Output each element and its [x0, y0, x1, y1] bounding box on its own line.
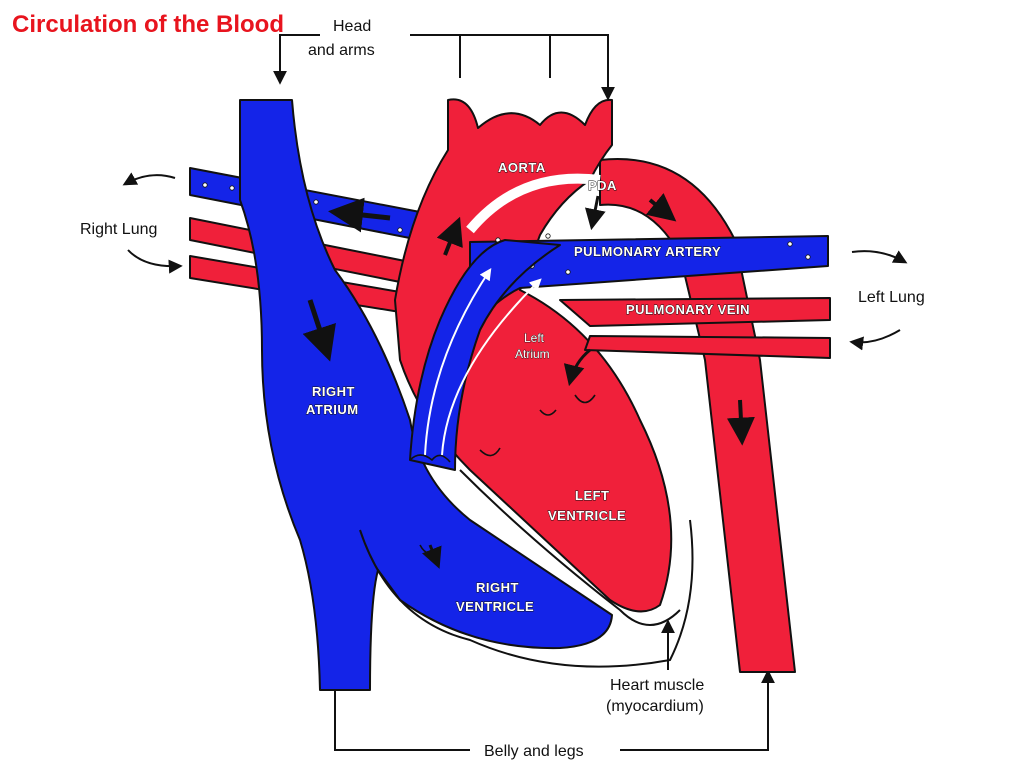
head-arms-label-2: and arms [308, 42, 375, 59]
left-lung-label: Left Lung [858, 289, 925, 306]
left-ventricle-label-1: LEFT [575, 488, 610, 503]
right-atrium-label-2: ATRIUM [306, 402, 359, 417]
right-lung-arrow-in [127, 249, 183, 274]
left-atrium-label-1: Left [524, 331, 545, 345]
right-atrium-label-1: RIGHT [312, 384, 355, 399]
right-lung-arrow-out [122, 172, 176, 186]
pulmonary-vein-label: PULMONARY VEIN [626, 302, 750, 317]
left-pulmonary-vein-lower [584, 335, 831, 359]
left-lung-veins [559, 297, 831, 359]
pda-label: PDA [588, 178, 617, 193]
left-atrium-label-2: Atrium [515, 347, 550, 361]
left-pulmonary-vein-upper [559, 297, 831, 327]
left-lung-arrow-in-bottom [849, 329, 901, 351]
page-title: Circulation of the Blood [12, 11, 284, 38]
belly-legs-label: Belly and legs [484, 743, 584, 760]
right-ventricle-label-1: RIGHT [476, 580, 519, 595]
heart-muscle-label-2: (myocardium) [606, 698, 704, 715]
left-lung-arrow-in-top [851, 250, 908, 264]
right-lung-label: Right Lung [80, 221, 157, 238]
pulmonary-trunk [409, 239, 561, 471]
right-ventricle-label-2: VENTRICLE [456, 599, 534, 614]
descending-aorta [599, 158, 796, 673]
head-arms-label-1: Head [333, 18, 371, 35]
pulmonary-artery-label: PULMONARY ARTERY [574, 244, 721, 259]
aorta-label: AORTA [498, 160, 546, 175]
head-arms-circuit [273, 34, 615, 101]
right-heart [239, 99, 613, 691]
belly-legs-circuit [328, 669, 775, 751]
left-ventricle-label-2: VENTRICLE [548, 508, 626, 523]
heart-muscle-label-1: Heart muscle [610, 677, 704, 694]
